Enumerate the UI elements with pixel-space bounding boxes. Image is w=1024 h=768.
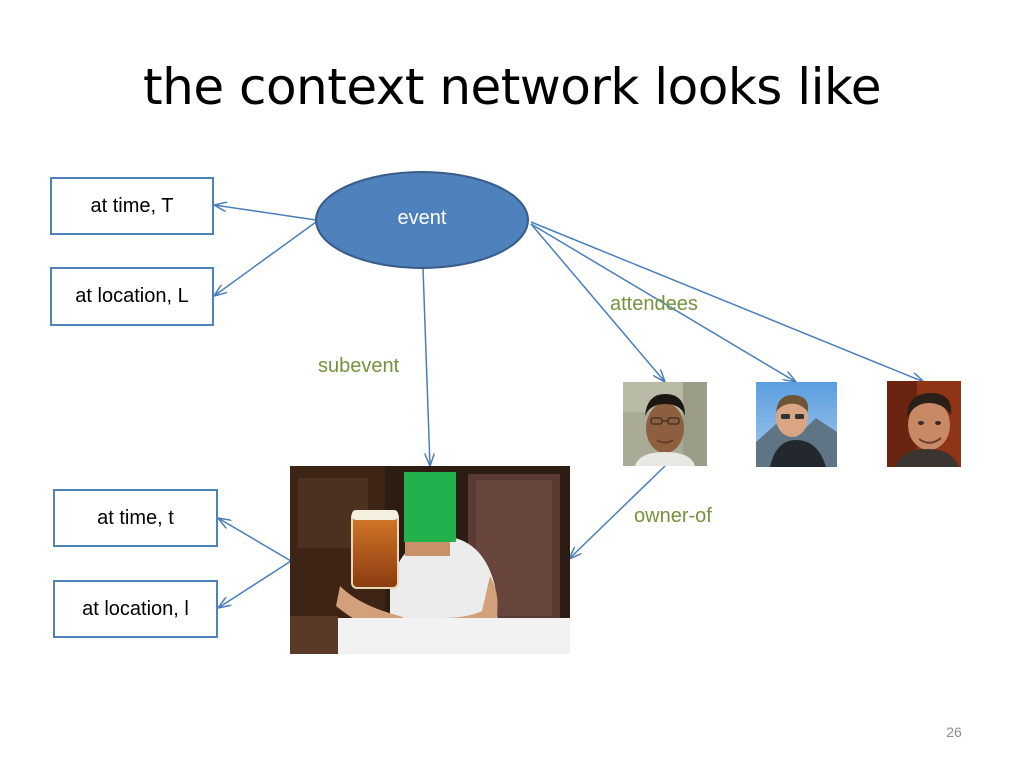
- page-number: 26: [946, 724, 962, 740]
- at-time-t-label: at time, t: [97, 506, 174, 529]
- edge-event-to-time-T: [214, 205, 317, 221]
- at-time-T-node: at time, T: [50, 177, 214, 235]
- attendee-1-photo: [623, 382, 707, 466]
- slide-title: the context network looks like: [143, 58, 881, 116]
- edge-attendee-2: [530, 223, 796, 382]
- edge-event-to-location-L: [214, 221, 317, 296]
- owner-of-edge-label: owner-of: [634, 505, 712, 527]
- attendee-3-photo: [887, 381, 961, 467]
- edge-photo-to-location-l: [218, 560, 292, 608]
- edge-attendee-3: [530, 221, 924, 382]
- edge-attendee-1: [530, 223, 665, 382]
- event-node-label: event: [397, 207, 447, 229]
- at-location-l-label: at location, l: [82, 597, 189, 620]
- subevent-photo: [290, 466, 570, 654]
- face-censor-block: [404, 472, 456, 542]
- at-location-L-label: at location, L: [75, 285, 189, 307]
- edge-subevent: [422, 267, 430, 466]
- at-time-T-label: at time, T: [90, 194, 174, 217]
- at-location-L-node: at location, L: [50, 267, 214, 326]
- at-location-l-node: at location, l: [53, 580, 218, 638]
- subevent-edge-label: subevent: [318, 355, 400, 377]
- at-time-t-node: at time, t: [53, 489, 218, 547]
- edge-owner-of: [569, 465, 666, 559]
- event-node: [315, 171, 529, 269]
- edge-photo-to-time-t: [218, 518, 292, 562]
- attendee-2-photo: [756, 382, 837, 467]
- attendees-edge-label: attendees: [610, 293, 698, 315]
